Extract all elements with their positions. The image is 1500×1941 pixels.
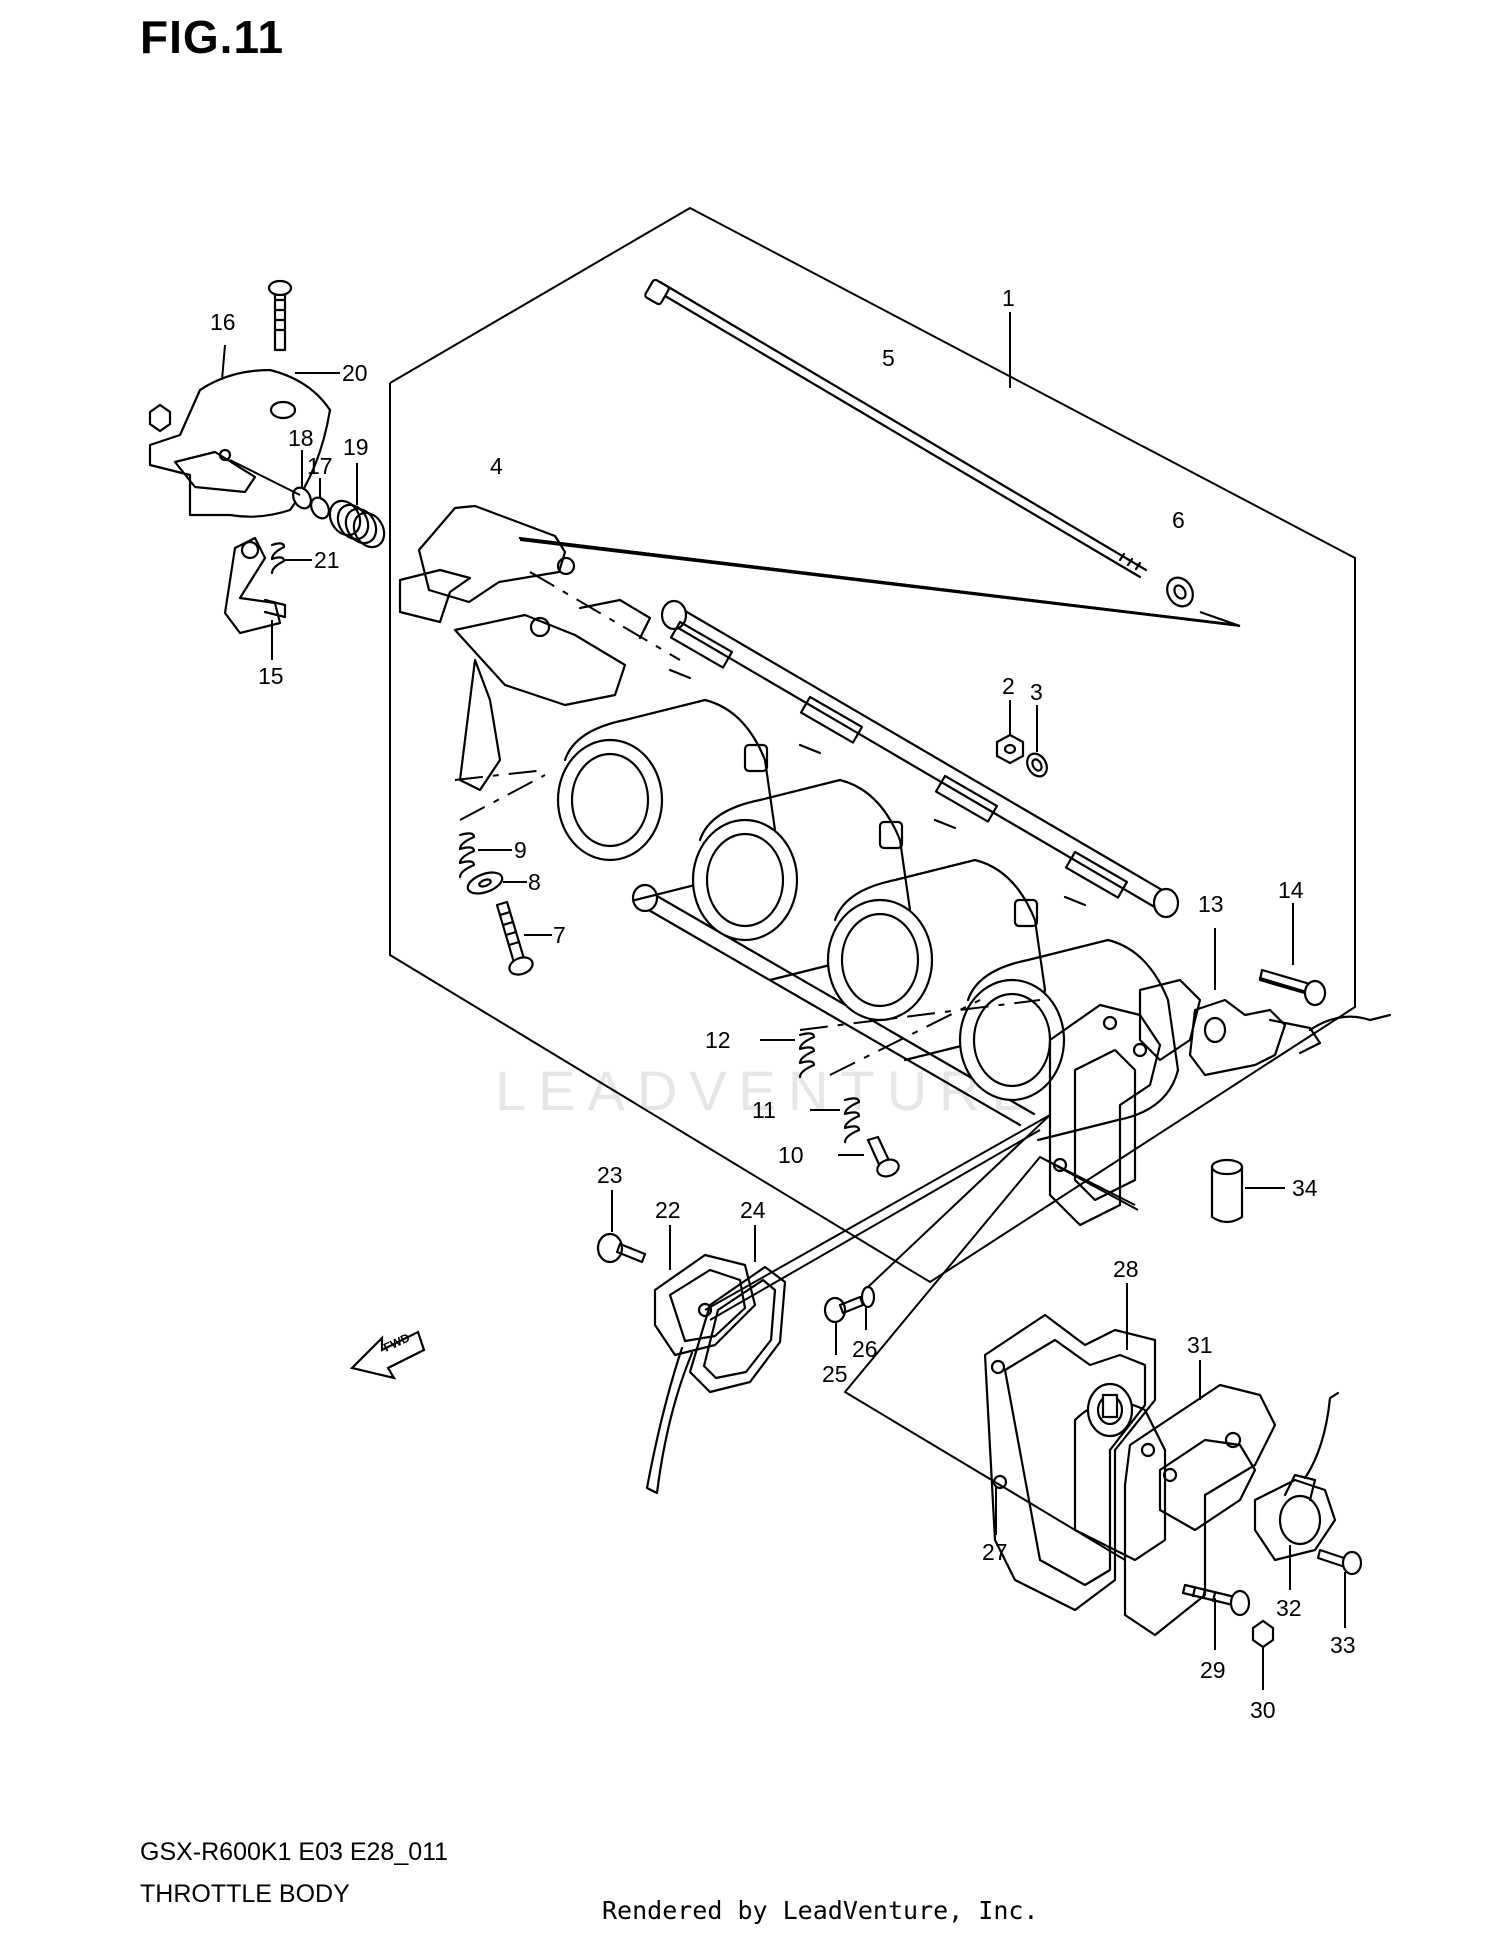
callout-6: 6 [1172,507,1185,533]
screw-part-7[interactable] [495,900,535,978]
bolt-part-29[interactable] [1181,1583,1251,1617]
callout-21: 21 [314,547,340,573]
callout-4: 4 [490,453,503,479]
spring-part-9[interactable] [458,832,476,879]
callout-26: 26 [852,1336,878,1362]
callout-labels: 1 2 3 4 5 6 7 8 9 10 11 12 13 14 15 16 1… [210,285,1356,1723]
spring-part-11[interactable] [843,1097,861,1144]
callout-14: 14 [1278,877,1304,903]
callout-7: 7 [553,922,566,948]
callout-34: 34 [1292,1175,1318,1201]
spring-part-19[interactable] [324,495,390,552]
spring-part-12[interactable] [798,1032,816,1079]
sensor-part-22[interactable] [645,1253,757,1495]
callout-27: 27 [982,1539,1008,1565]
linkage-plate-part-16[interactable] [148,368,332,518]
gasket-plate-part-27[interactable] [983,1313,1157,1612]
callout-12: 12 [705,1027,731,1053]
callout-11: 11 [752,1097,776,1123]
washer-part-3[interactable] [1023,750,1051,780]
screw-part-10[interactable] [866,1135,901,1179]
collar-part-34[interactable] [1210,1158,1244,1224]
model-code: GSX-R600K1 E03 E28_011 [140,1838,449,1866]
callout-22: 22 [655,1197,681,1223]
callout-3: 3 [1030,679,1043,705]
callout-32: 32 [1276,1595,1302,1621]
callout-24: 24 [740,1197,766,1223]
callout-19: 19 [343,434,369,460]
callout-25: 25 [822,1361,848,1387]
callout-5: 5 [882,345,895,371]
callout-33: 33 [1330,1632,1356,1658]
callout-1: 1 [1002,285,1015,311]
section-name: THROTTLE BODY [140,1880,350,1908]
callout-15: 15 [258,663,284,689]
callout-18: 18 [288,425,314,451]
callout-16: 16 [210,309,236,335]
nut-part-16a[interactable] [148,403,172,433]
nut-part-2[interactable] [995,733,1025,765]
screw-part-20[interactable] [267,279,297,420]
callout-31: 31 [1187,1332,1213,1358]
washer-part-6[interactable] [1162,573,1198,611]
screw-part-33[interactable] [1316,1548,1363,1576]
throttle-body-assembly[interactable] [556,599,1202,1227]
lever-part-15[interactable] [223,536,287,635]
nut-part-30[interactable] [1251,1619,1275,1649]
throttle-shaft-part-5[interactable] [644,278,1148,579]
callout-29: 29 [1200,1657,1226,1683]
callout-23: 23 [597,1162,623,1188]
callout-30: 30 [1250,1697,1276,1723]
callout-13: 13 [1198,891,1224,917]
callout-9: 9 [514,837,527,863]
washer-part-17[interactable] [308,494,333,521]
bracket-part-4[interactable] [398,504,1239,792]
fwd-direction-arrow: FWD [349,1330,426,1380]
actuator-part-28[interactable] [1073,1382,1167,1562]
rendered-by-credit: Rendered by LeadVenture, Inc. [602,1896,1039,1925]
callout-2: 2 [1002,673,1015,699]
figure-title: FIG.11 [140,11,285,63]
sensor-part-32[interactable] [1253,1391,1340,1562]
callout-20: 20 [342,360,368,386]
spring-part-21[interactable] [270,542,286,575]
screw-part-23[interactable] [596,1232,647,1264]
spacer-part-26[interactable] [860,1285,876,1309]
washer-part-8[interactable] [465,868,505,897]
callout-28: 28 [1113,1256,1139,1282]
watermark: LEADVENTURE [495,1059,1041,1122]
callout-17: 17 [307,453,333,479]
callout-10: 10 [778,1142,804,1168]
screw-part-14[interactable] [1258,968,1327,1007]
throttle-position-sensor-part-13[interactable] [1188,998,1392,1077]
screw-part-25[interactable] [823,1295,865,1324]
gasket-part-24[interactable] [688,1265,787,1394]
callout-8: 8 [528,869,541,895]
cover-part-31[interactable] [1123,1383,1277,1637]
